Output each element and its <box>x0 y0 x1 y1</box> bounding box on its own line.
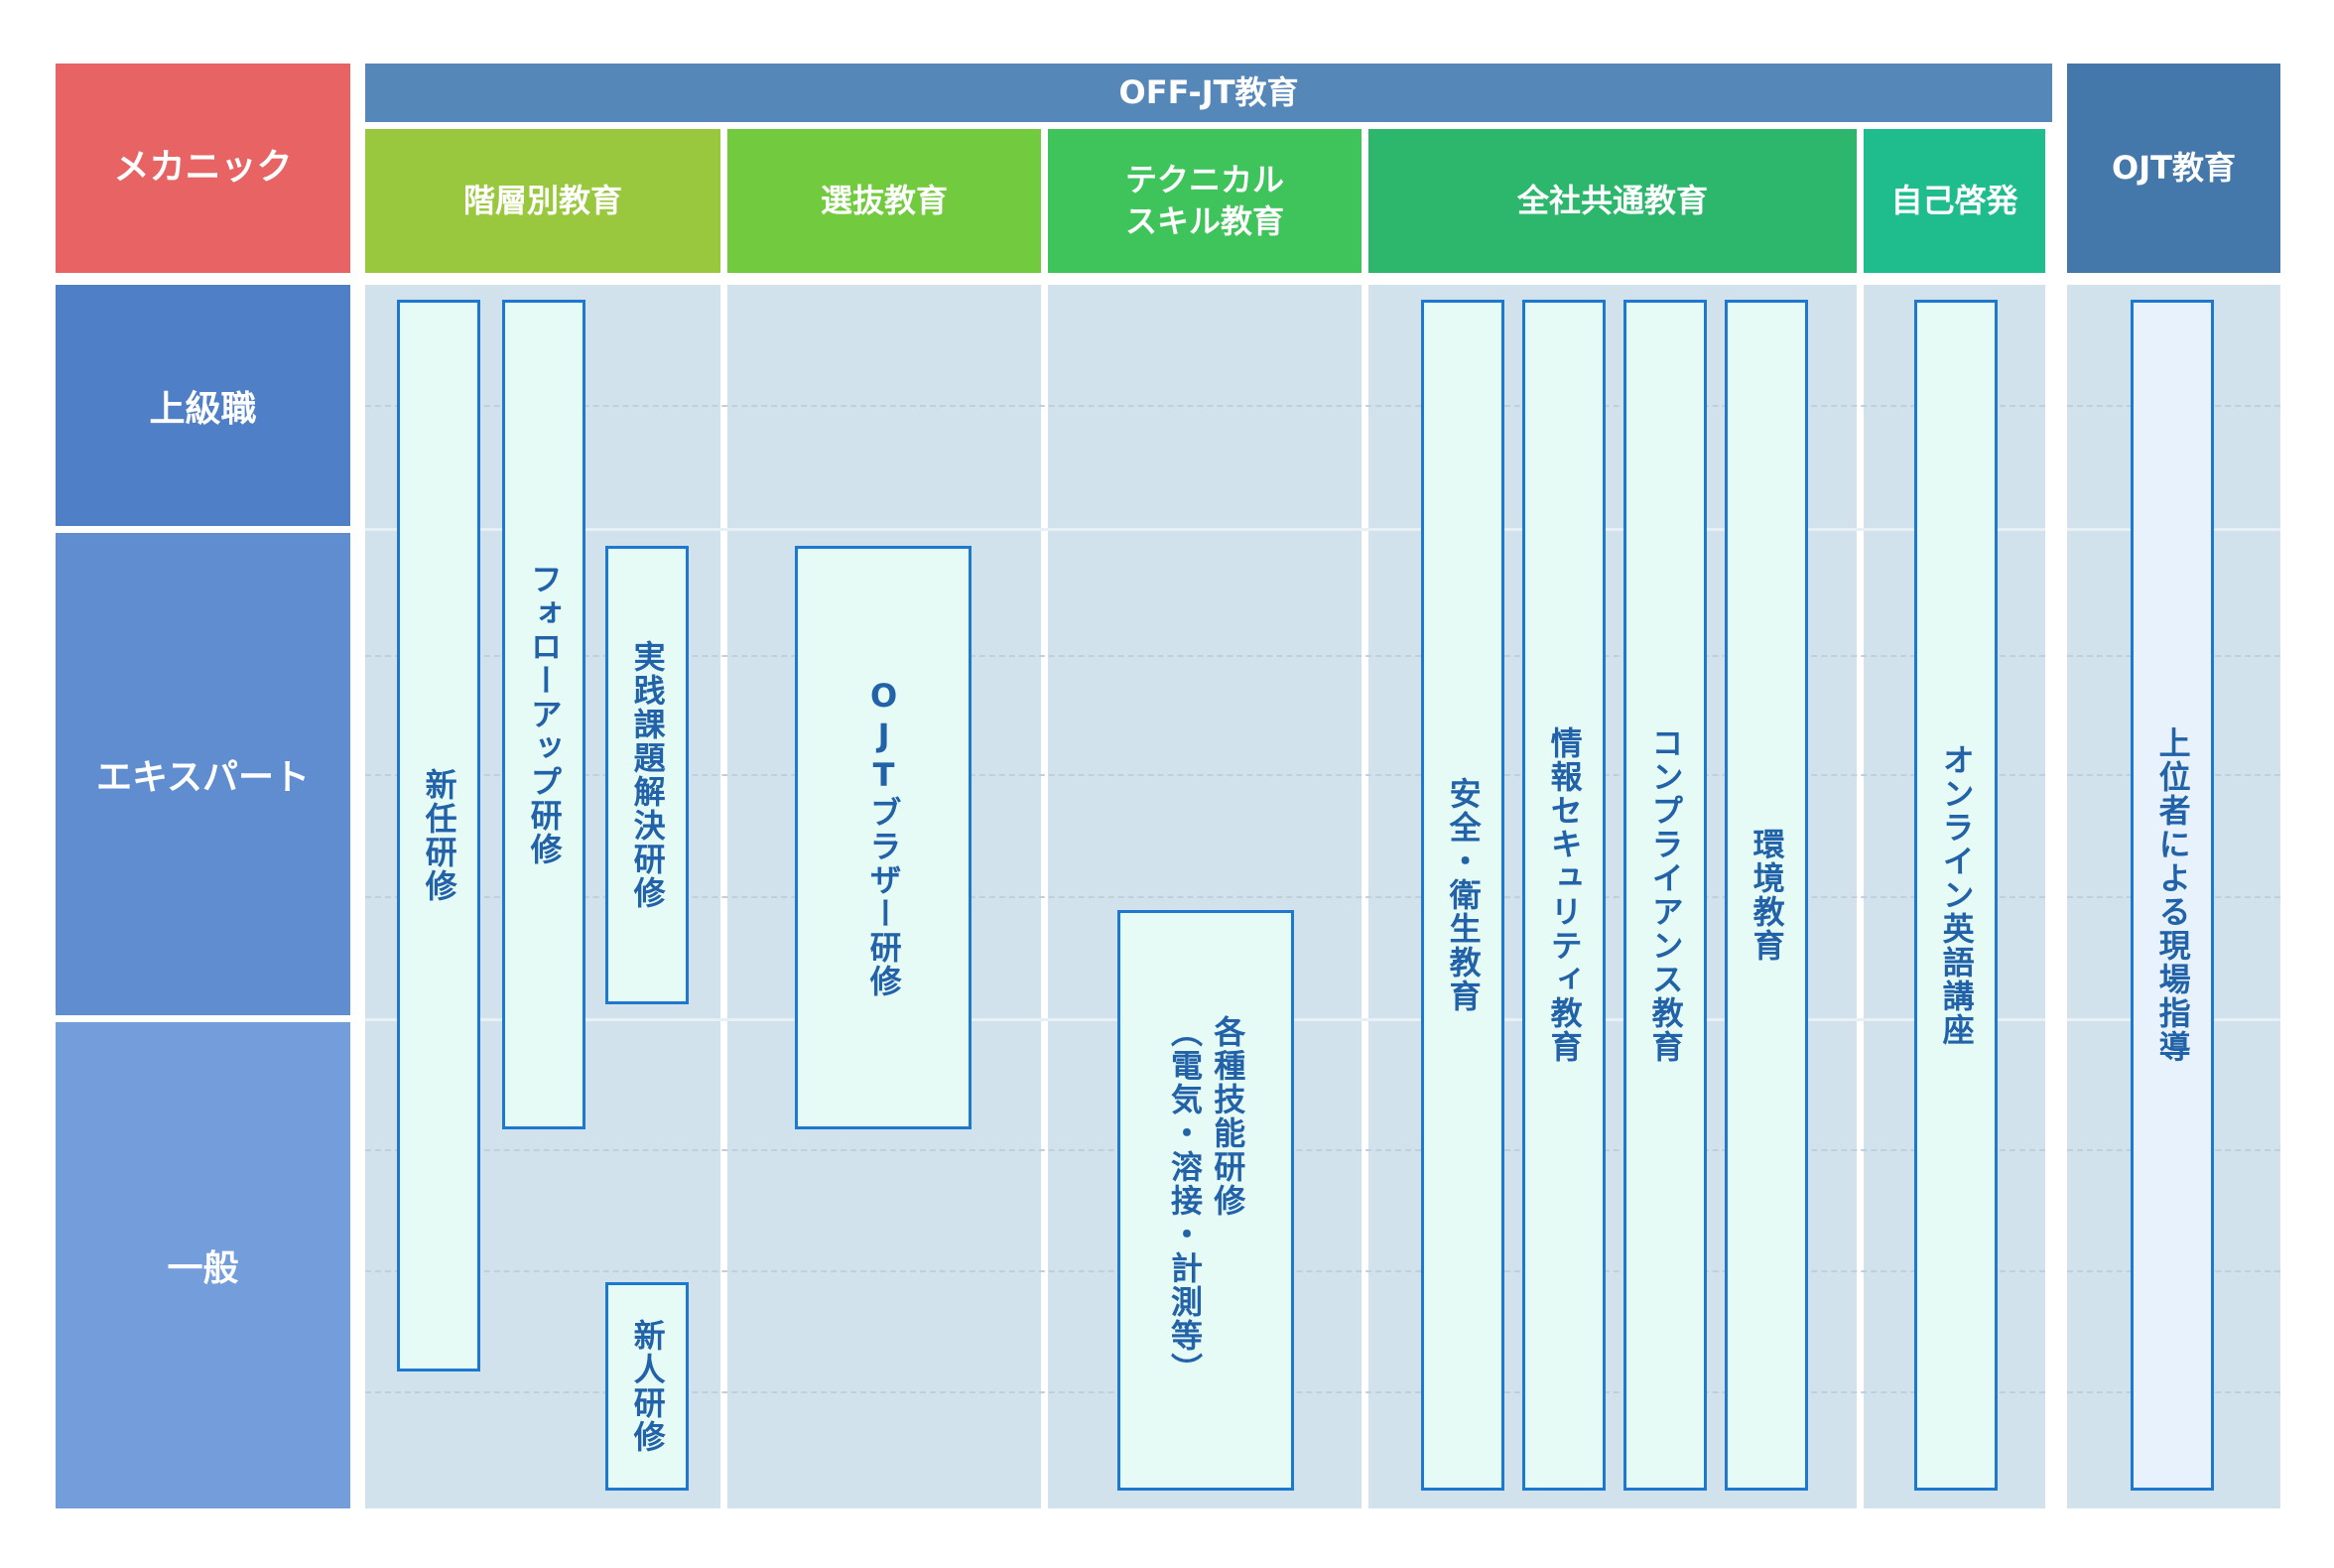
program-bar-ginou: 各種技能研修（電気・溶接・計測等） <box>1117 910 1294 1491</box>
level-label-general: 一般 <box>56 1022 350 1508</box>
offjt-header: OFF-JT教育 <box>365 64 2052 122</box>
level-label-expert: エキスパート <box>56 533 350 1015</box>
program-bar-anzen: 安全・衛生教育 <box>1421 300 1504 1491</box>
program-label: 情報セキュリティ教育 <box>1545 726 1584 1064</box>
program-label: 各種技能研修（電気・溶接・計測等） <box>1163 1015 1248 1386</box>
program-label: 環境教育 <box>1748 828 1786 963</box>
program-label: オンライン英語講座 <box>1937 743 1976 1047</box>
program-label: コンプライアンス教育 <box>1646 726 1685 1064</box>
category-header-zensha-kyoutsuu: 全社共通教育 <box>1368 129 1857 273</box>
program-bar-compliance: コンプライアンス教育 <box>1623 300 1707 1491</box>
grid-line <box>365 405 2045 407</box>
program-bar-kankyo: 環境教育 <box>1725 300 1808 1491</box>
program-bar-genba-shidou: 上位者による現場指導 <box>2131 300 2214 1491</box>
grid-line <box>365 774 2045 776</box>
program-label: 新人研修 <box>628 1319 667 1454</box>
program-label-main: 各種技能研修 <box>1209 1014 1247 1218</box>
program-bar-shinnin: 新任研修 <box>397 300 480 1372</box>
program-label-sub: （電気・溶接・計測等） <box>1166 1014 1204 1386</box>
category-header-senbatsu: 選抜教育 <box>727 129 1041 273</box>
ojt-header: OJT教育 <box>2067 64 2280 273</box>
program-label: 実践課題解決研修 <box>628 640 667 910</box>
program-label: 上位者による現場指導 <box>2153 726 2192 1064</box>
program-bar-joho-security: 情報セキュリティ教育 <box>1522 300 1606 1491</box>
program-bar-ojt-brother: OJTブラザー研修 <box>795 546 972 1129</box>
grid-line <box>365 655 2045 657</box>
corner-header-mechanic: メカニック <box>56 64 350 273</box>
program-label: フォローアップ研修 <box>525 563 564 866</box>
grid-line <box>365 896 2045 898</box>
program-bar-shinjin: 新人研修 <box>605 1282 689 1491</box>
program-label: 安全・衛生教育 <box>1444 777 1483 1013</box>
row-separator <box>365 528 2045 531</box>
program-label: OJTブラザー研修 <box>864 677 903 998</box>
category-header-kaisoubetsu: 階層別教育 <box>365 129 720 273</box>
category-header-jiko-keihatsu: 自己啓発 <box>1864 129 2045 273</box>
program-bar-followup: フォローアップ研修 <box>502 300 585 1129</box>
program-bar-online-english: オンライン英語講座 <box>1914 300 1998 1491</box>
level-label-senior: 上級職 <box>56 285 350 526</box>
program-label: 新任研修 <box>420 768 458 903</box>
program-bar-jissen: 実践課題解決研修 <box>605 546 689 1004</box>
category-header-technical-skill: テクニカル スキル教育 <box>1048 129 1362 273</box>
